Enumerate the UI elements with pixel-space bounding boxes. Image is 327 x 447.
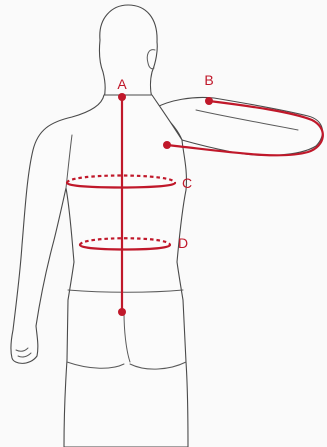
label-d: D xyxy=(178,235,188,251)
body-figure xyxy=(11,5,323,447)
measurement-a-bottom-dot xyxy=(118,308,126,316)
measurement-b-end-dot xyxy=(163,141,171,149)
torso-outline xyxy=(11,95,188,447)
label-b: B xyxy=(204,72,213,88)
label-c: C xyxy=(182,175,192,191)
measurement-a-top-dot xyxy=(118,93,126,101)
measurement-b-start-dot xyxy=(205,97,213,105)
label-a: A xyxy=(117,76,127,92)
